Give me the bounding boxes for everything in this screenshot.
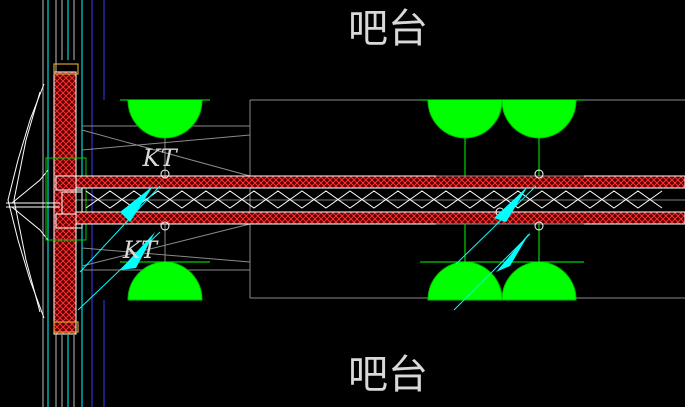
lamp-lower-left (127, 261, 203, 301)
lamp-lower-right (501, 261, 577, 301)
lamp-upper-left (127, 99, 203, 139)
lower-hatched-beam (75, 211, 685, 225)
lamp-fixtures (120, 99, 584, 301)
lamp-lower-mid (427, 261, 503, 301)
wall-mount-plate (53, 63, 79, 335)
cyan-leaders (77, 185, 537, 311)
lamp-upper-mid (427, 99, 503, 139)
bar-counter-label-top: 吧台 (348, 6, 428, 52)
center-zigzag (76, 190, 685, 209)
upper-hatched-beam (75, 175, 685, 189)
kt-label-lower: KT (120, 235, 160, 264)
kt-label-upper: KT (139, 143, 179, 172)
kt-labels: KT KT (120, 143, 180, 264)
bar-counter-label-bottom: 吧台 (348, 352, 428, 398)
lamp-upper-right (501, 99, 577, 139)
left-bracket (6, 83, 87, 319)
